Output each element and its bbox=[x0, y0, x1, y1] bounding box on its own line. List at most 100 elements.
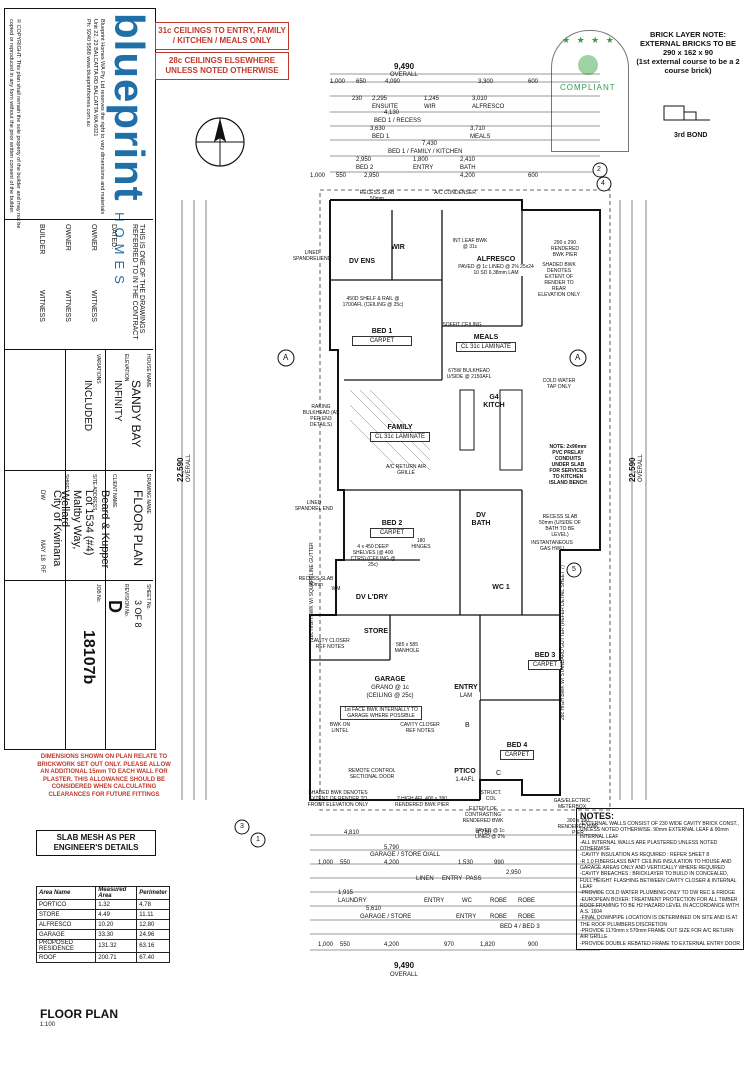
bottom-dim-8c: 4,200 bbox=[384, 942, 400, 948]
top-dim-3a: 4,130 bbox=[384, 110, 400, 116]
slab-mesh-note: SLAB MESH AS PER ENGINEER'S DETAILS bbox=[36, 830, 156, 856]
top-dim-7d: 4,200 bbox=[460, 173, 476, 179]
bond-detail: 3rd BOND bbox=[660, 104, 720, 140]
top-dim-1d: 3,300 bbox=[478, 79, 494, 85]
room-kitchen: G4 KITCH bbox=[483, 394, 505, 409]
top-dim-bed2: BED 2 bbox=[356, 165, 374, 171]
top-dim-2b: 2,295 bbox=[372, 96, 388, 102]
bottom-dim-pass: PASS bbox=[466, 876, 482, 882]
bottom-dim-3a: 1,000 bbox=[318, 860, 334, 866]
brick-note-title: BRICK LAYER NOTE: bbox=[650, 30, 726, 39]
signature-block: THIS IS ONE OF THE DRAWINGS REFERRED TO … bbox=[5, 219, 153, 350]
bottom-dim-4f: 2,950 bbox=[506, 870, 522, 876]
sig-witness-1: WITNESS bbox=[90, 290, 97, 322]
top-dim-1c: 4,090 bbox=[385, 79, 401, 85]
brand-phone: Ph: 9240 9588 bbox=[85, 19, 91, 55]
top-dim-meals: MEALS bbox=[470, 134, 491, 140]
bottom-dim-robe-3: ROBE bbox=[490, 914, 508, 920]
top-dim-ensuite: ENSUITE bbox=[372, 104, 399, 110]
top-dim-1b: 650 bbox=[356, 79, 367, 85]
top-dim-4d: 3,710 bbox=[470, 126, 486, 132]
project-info: HOUSE NAME SANDY BAY ELEVATION INFINITY … bbox=[5, 349, 153, 750]
site-address: Lot 1534 (#4) Maltby Way, Wellard bbox=[59, 490, 95, 556]
brick-note-sub: (1st external course to be a 2 course br… bbox=[636, 57, 740, 75]
top-dim-bath: BATH bbox=[460, 165, 476, 171]
label-soffit-top: SOFFIT CEILING bbox=[442, 322, 482, 328]
label-shelves-bed2: 4 x 450 DEEP SHELVES (@ 400 CTRS) (CEILI… bbox=[350, 544, 396, 568]
grid-marker-3-1 bbox=[234, 819, 266, 848]
room-dv-ldry: DV L'DRY bbox=[355, 594, 389, 601]
bottom-dim-8e: 1,820 bbox=[480, 942, 496, 948]
bottom-dim-entry-3: ENTRY bbox=[456, 914, 477, 920]
label-wm: WM bbox=[331, 586, 341, 592]
sheet-number: 3 OF 8 bbox=[133, 600, 143, 628]
compliant-text: COMPLIANT bbox=[560, 83, 616, 92]
section-marker-a-left bbox=[277, 349, 295, 367]
label-gas-meter: GAS/ELECTRIC METERBOX bbox=[553, 798, 591, 810]
top-dim-entry: ENTRY bbox=[413, 165, 434, 171]
note-item: -PROVIDE DOUBLE REBATED FRAME TO EXTERNA… bbox=[580, 940, 740, 947]
label-high-render: 2 HIGH AFL 400 x 390 RENDERED BWK PIER bbox=[395, 796, 449, 808]
label-recess-left: RECESS SLAB 50mm bbox=[298, 576, 334, 588]
shire-label: SHIRE bbox=[63, 474, 69, 490]
contract-reference: THIS IS ONE OF THE DRAWINGS REFERRED TO … bbox=[131, 224, 145, 340]
top-dim-7a: 1,000 bbox=[310, 173, 326, 179]
variations-label: VARIATIONS bbox=[95, 354, 101, 384]
sig-witness-3: WITNESS bbox=[38, 290, 45, 322]
drawing-date: MAY 18 bbox=[39, 540, 45, 561]
sig-dated: DATED: bbox=[110, 224, 117, 250]
label-recess-bath: RECESS SLAB 50mm (U/SIDE OF BATH TO BE L… bbox=[539, 514, 581, 538]
note-item: -PROVIDE COLD WATER PLUMBING ONLY TO DW … bbox=[580, 890, 736, 897]
label-int-leaf-top: INT LEAF BWK @ 31c bbox=[452, 238, 488, 250]
shire-name: City of Kwinana bbox=[51, 490, 63, 567]
bottom-dim-entry-2: ENTRY bbox=[424, 898, 445, 904]
copyright-text: © COPYRIGHT: This plan shall remain the … bbox=[8, 19, 21, 229]
label-garage-wall: 28c HIGH BWK W/ SQUARELINE GUTTER bbox=[309, 542, 315, 640]
area-header-perimeter: Perimeter bbox=[136, 886, 170, 900]
top-dim-alfresco: ALFRESCO bbox=[472, 104, 505, 110]
label-manhole: 585 x 585 MANHOLE bbox=[394, 642, 420, 654]
brand-name: blueprint bbox=[106, 13, 153, 202]
label-recess-top: RECESS SLAB 50mm bbox=[359, 190, 395, 202]
label-rendered-pier-2: 300 x 390 RENDERED BWK PIER bbox=[557, 818, 599, 836]
bottom-dim-8f: 900 bbox=[528, 942, 539, 948]
sig-builder: BUILDER bbox=[38, 224, 45, 255]
brand-web: www.blueprinthomes.com.au bbox=[85, 56, 91, 127]
overall-depth-right-label: OVERALL bbox=[638, 454, 644, 482]
top-dim-2d: 1,245 bbox=[424, 96, 440, 102]
label-ac-condenser: A/C CONDENSER bbox=[434, 190, 476, 196]
top-dim-bed1-family: BED 1 / FAMILY / KITCHEN bbox=[388, 149, 463, 155]
bottom-dim-laundry: LAUNDRY bbox=[338, 898, 367, 904]
drawing-label: DRAWING NAME bbox=[145, 474, 151, 514]
marker-5: 5 bbox=[572, 566, 576, 573]
sig-witness-2: WITNESS bbox=[64, 290, 71, 322]
marker-c: C bbox=[496, 770, 502, 777]
bottom-dim-3b: 550 bbox=[340, 860, 351, 866]
elevation-label: ELEVATION bbox=[123, 354, 129, 382]
top-dim-1a: 1,000 bbox=[330, 79, 346, 85]
label-kitchen-conduit: NOTE: 2x90mm PVC PRELAY CONDUITS UNDER S… bbox=[549, 444, 587, 486]
drawn-initials: RF bbox=[39, 565, 45, 573]
notes-panel: NOTES: -EXTERNAL WALLS CONSIST OF 230 WI… bbox=[576, 808, 744, 950]
drawing-name: FLOOR PLAN bbox=[131, 490, 145, 567]
overall-depth-right: 22,590 bbox=[628, 457, 637, 482]
marker-4: 4 bbox=[601, 180, 605, 187]
label-struct-col: STRUCT. COL bbox=[480, 790, 502, 802]
bottom-dim-6a: 5,610 bbox=[366, 906, 382, 912]
bottom-dim-2a: 5,790 bbox=[384, 845, 400, 851]
plan-scale: 1:100 bbox=[40, 1022, 56, 1028]
area-table: Area Name Measured Area Perimeter PORTIC… bbox=[35, 886, 170, 963]
label-rendered-pier: 290 x 290 RENDERED BWK PIER bbox=[550, 240, 580, 258]
room-store: STORE bbox=[364, 628, 388, 635]
note-item: -ALL INTERNAL WALLS ARE PLASTERED UNLESS… bbox=[580, 839, 718, 853]
top-dim-6b: 2,950 bbox=[356, 157, 372, 163]
bottom-dim-8b: 550 bbox=[340, 942, 351, 948]
compliance-stamp: ★ ★ ★ ★ COMPLIANT bbox=[551, 30, 629, 152]
